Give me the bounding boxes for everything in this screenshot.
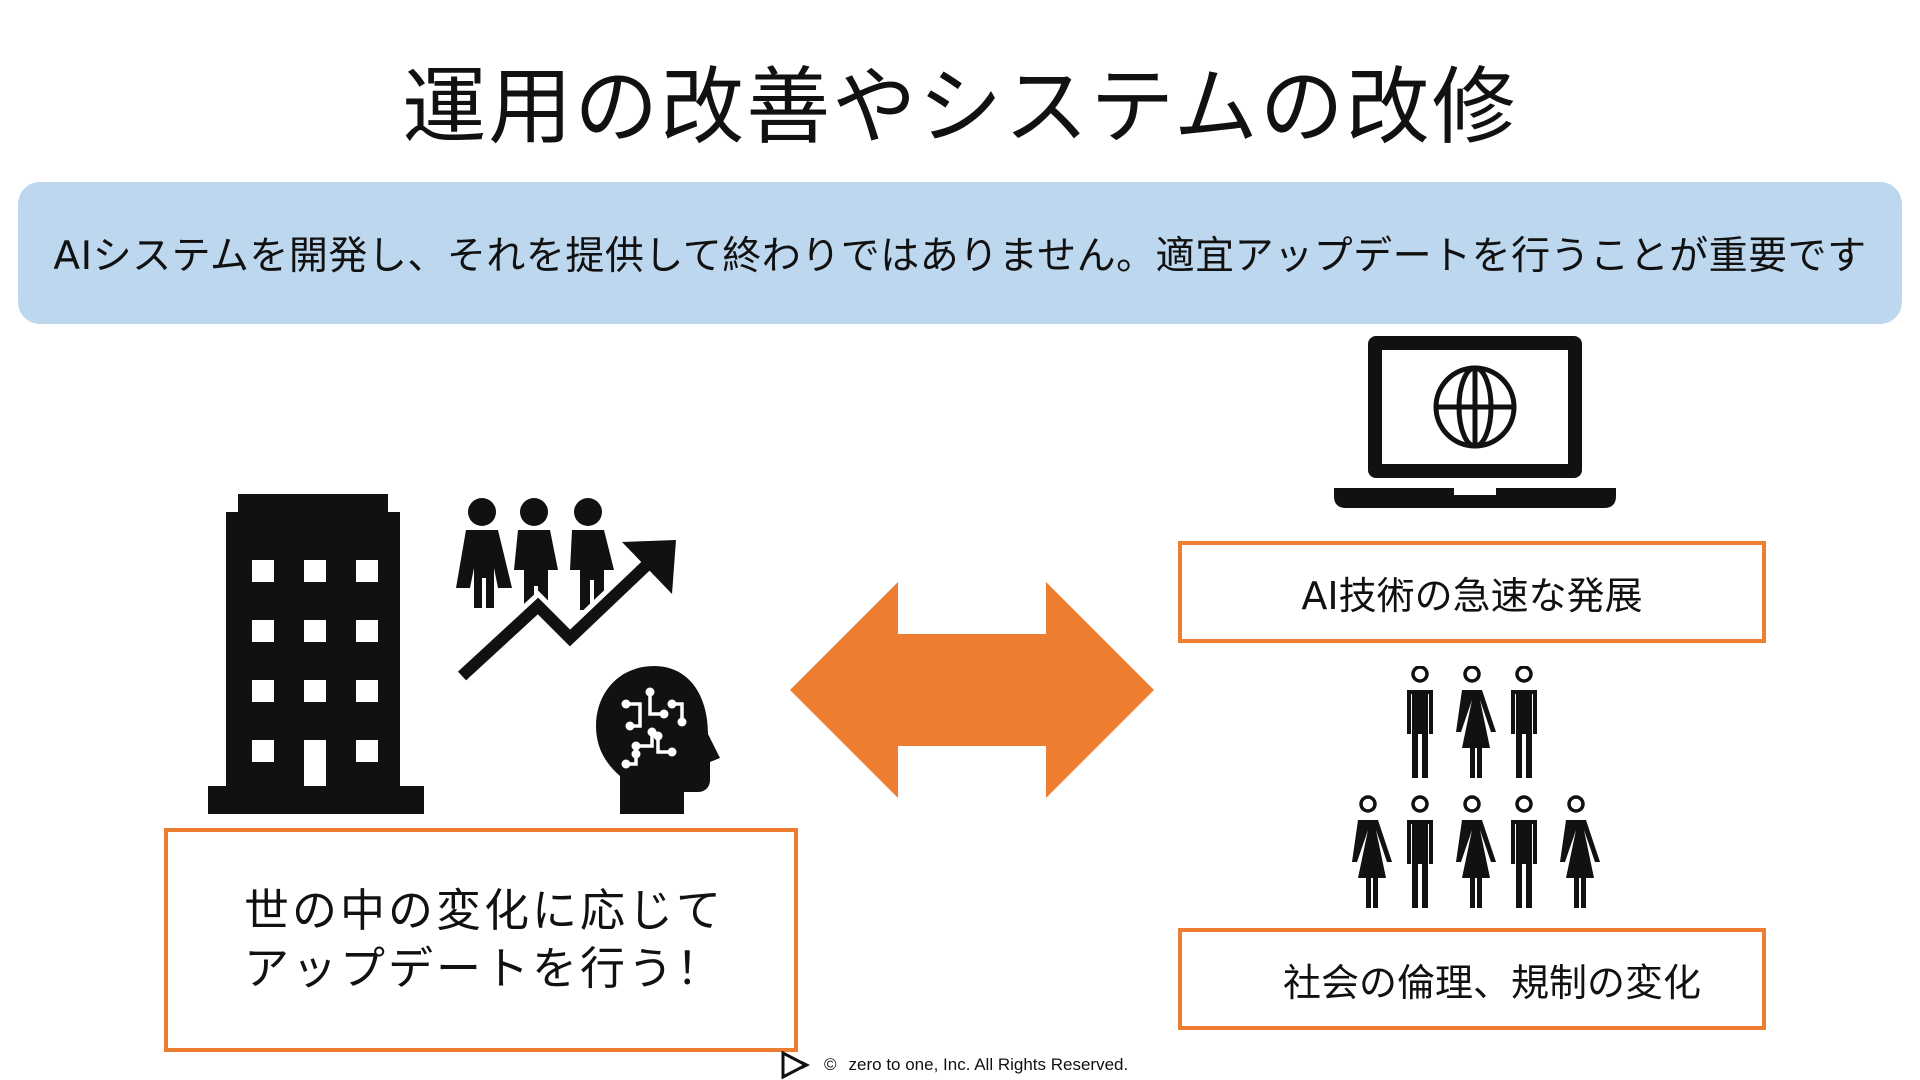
laptop-globe-icon xyxy=(1334,336,1616,508)
crowd-people-icon xyxy=(1350,666,1602,910)
people-growth-icon xyxy=(454,498,676,684)
double-arrow-icon xyxy=(790,582,1154,798)
ai-progress-box: AI技術の急速な発展 xyxy=(1178,541,1766,643)
footer-copyright: © zero to one, Inc. All Rights Reserved. xyxy=(780,1051,1129,1079)
social-change-box: 社会の倫理、規制の変化 xyxy=(1178,928,1766,1030)
update-message-text: 世の中の変化に応じて アップデートを行う！ xyxy=(244,882,724,998)
banner-text: AIシステムを開発し、それを提供して終わりではありません。適宜アップデートを行う… xyxy=(53,234,1867,279)
summary-banner: AIシステムを開発し、それを提供して終わりではありません。適宜アップデートを行う… xyxy=(18,182,1902,324)
ai-progress-text: AI技術の急速な発展 xyxy=(1301,573,1643,618)
ai-brain-head-icon xyxy=(596,666,720,814)
update-message-line1: 世の中の変化に応じて xyxy=(244,884,725,937)
copyright-symbol: © xyxy=(824,1055,837,1074)
office-building-icon xyxy=(208,494,424,814)
slide-title: 運用の改善やシステムの改修 xyxy=(402,58,1518,156)
copyright-text: zero to one, Inc. All Rights Reserved. xyxy=(848,1055,1129,1074)
update-message-line2: アップデートを行う！ xyxy=(244,942,725,995)
social-change-text: 社会の倫理、規制の変化 xyxy=(1282,960,1701,1005)
play-logo-icon xyxy=(781,1051,810,1079)
update-message-box: 世の中の変化に応じて アップデートを行う！ xyxy=(164,828,798,1052)
